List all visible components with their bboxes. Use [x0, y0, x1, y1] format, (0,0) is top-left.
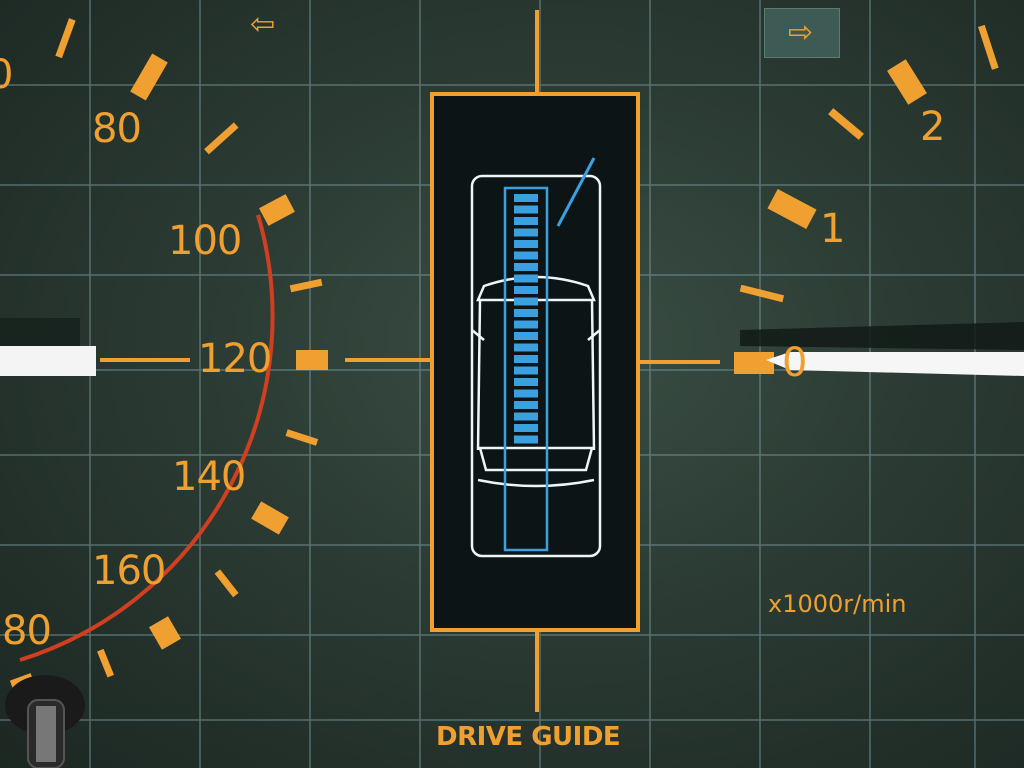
speed-label-120: 120: [198, 336, 272, 382]
speed-label-180: 80: [2, 608, 52, 654]
drive-guide-label: DRIVE GUIDE: [436, 722, 621, 752]
guide-segment: [514, 286, 538, 294]
speed-tick: [148, 616, 182, 650]
guide-segment: [514, 240, 538, 248]
speed-tick: [55, 18, 76, 59]
speed-label-0: 0: [0, 52, 13, 98]
guide-segment: [514, 424, 538, 432]
rpm-label-0: 0: [782, 340, 807, 386]
guide-segment: [514, 228, 538, 237]
tach-tick: [978, 24, 999, 70]
guide-segment: [514, 366, 538, 375]
speed-tick: [289, 278, 323, 293]
speed-tick: [251, 501, 289, 535]
tachometer-ticks: [734, 24, 999, 374]
guide-segment: [514, 194, 538, 202]
guide-segment: [514, 297, 538, 306]
guide-segment: [514, 389, 538, 398]
tachometer-needle: [766, 352, 1024, 376]
tach-tick: [734, 352, 774, 374]
tach-tick: [887, 59, 927, 105]
speedometer-needle: [0, 346, 96, 376]
speed-tick: [259, 194, 295, 226]
rpm-unit-label: x1000r/min: [768, 590, 907, 618]
tach-tick: [739, 284, 785, 303]
speed-tick: [285, 429, 319, 446]
right-turn-arrow-icon: ⇨: [788, 15, 814, 50]
trip-reset-knob: [5, 675, 85, 768]
speedometer-ticks: [9, 18, 328, 707]
guide-segment: [514, 217, 538, 225]
guide-segment: [514, 343, 538, 352]
speed-label-160: 160: [92, 548, 166, 594]
car-outline: [470, 174, 602, 558]
rpm-label-2: 2: [920, 104, 945, 150]
speed-tick: [97, 648, 115, 678]
guide-segment: [514, 355, 538, 363]
tachometer-needle-shadow: [740, 322, 1024, 350]
speed-tick: [204, 122, 239, 155]
speedometer-needle-shadow: [0, 318, 80, 348]
guide-segment: [514, 401, 538, 409]
speed-label-140: 140: [172, 454, 246, 500]
speed-label-80: 80: [92, 106, 142, 152]
speed-label-100: 100: [168, 218, 242, 264]
guide-segment: [514, 205, 538, 214]
right-turn-indicator-box: [764, 8, 840, 58]
guide-segment: [514, 320, 538, 329]
guide-segment: [514, 309, 538, 317]
speed-tick: [130, 53, 168, 101]
speed-tick: [296, 350, 328, 370]
guide-segment: [514, 251, 538, 260]
guide-segment: [514, 274, 538, 283]
guide-segment: [514, 263, 538, 271]
guide-direction-indicator: [556, 157, 596, 227]
tach-tick: [767, 188, 817, 230]
guide-segment: [514, 378, 538, 386]
drive-guide-display: [430, 92, 640, 632]
guide-segment: [514, 332, 538, 340]
rpm-label-1: 1: [820, 206, 845, 252]
speedometer-redline-arc: [19, 214, 275, 662]
guide-segment: [514, 435, 538, 444]
speed-tick: [214, 569, 239, 598]
left-turn-arrow-icon: ⇦: [250, 7, 276, 42]
guide-bar-segments: [514, 194, 538, 444]
tach-tick: [828, 108, 864, 140]
guide-segment: [514, 412, 538, 421]
guide-bar-outline: [503, 186, 549, 552]
